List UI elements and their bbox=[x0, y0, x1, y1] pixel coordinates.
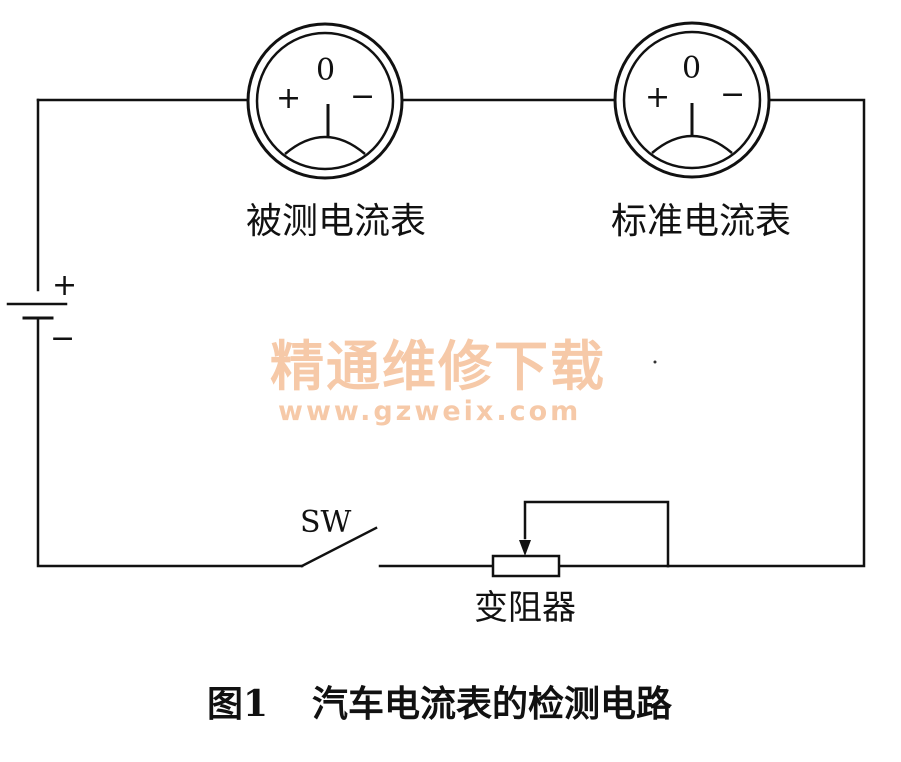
rheostat-label: 变阻器 bbox=[474, 588, 576, 628]
rheostat-wiper-arrow bbox=[519, 540, 531, 556]
meter-standard-zero: 0 bbox=[682, 51, 702, 86]
meter-standard-minus: − bbox=[720, 77, 746, 112]
figure-number: 图1 bbox=[207, 683, 269, 725]
meter-under-test-zero: 0 bbox=[316, 53, 336, 88]
watermark-url: www.gzweix.com bbox=[278, 396, 582, 427]
rheostat-wiper-wire bbox=[523, 500, 670, 568]
switch-label: SW bbox=[300, 505, 352, 540]
battery-plus: + bbox=[52, 268, 78, 303]
switch-blade bbox=[300, 526, 378, 568]
battery-symbol bbox=[6, 302, 68, 320]
stray-dot bbox=[653, 360, 657, 364]
watermark-title: 精通维修下载 bbox=[270, 335, 606, 398]
rheostat-body bbox=[491, 554, 561, 578]
ammeter-standard bbox=[613, 21, 771, 179]
meter-under-test-plus: + bbox=[276, 81, 302, 116]
meter-standard-plus: + bbox=[645, 80, 671, 115]
meter-under-test-minus: − bbox=[350, 79, 376, 114]
wire-right bbox=[666, 98, 866, 568]
battery-minus: − bbox=[50, 321, 76, 356]
figure-caption: 汽车电流表的检测电路 bbox=[312, 683, 673, 725]
meter-standard-label: 标准电流表 bbox=[611, 201, 792, 242]
ammeter-under-test bbox=[246, 22, 404, 180]
wire-left-bottom bbox=[36, 316, 304, 568]
meter-under-test-label: 被测电流表 bbox=[246, 201, 427, 242]
